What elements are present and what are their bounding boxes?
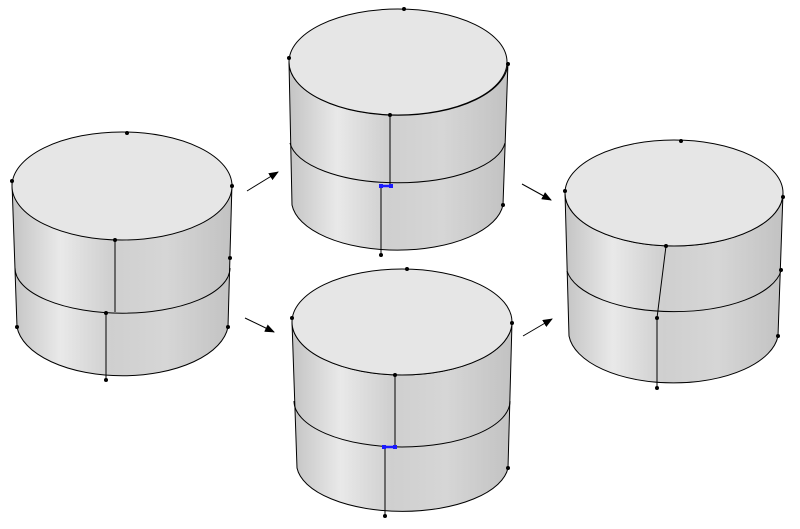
seam-line	[14, 267, 231, 314]
vertex-points	[290, 267, 514, 518]
highlighted-vertices	[382, 445, 397, 449]
seam-line	[289, 142, 506, 184]
vertex-points	[563, 139, 785, 390]
vertex-points	[10, 131, 234, 382]
highlighted-vertices	[379, 184, 393, 188]
seam-line	[566, 270, 782, 313]
top-face	[564, 139, 784, 247]
cylinder-original	[10, 131, 234, 382]
merged-edge-line	[656, 245, 667, 319]
seam-line	[293, 400, 511, 448]
arrow-to-variant-bottom	[244, 317, 275, 333]
vertex-points	[287, 7, 510, 257]
cylinder-variant-top	[287, 7, 510, 257]
top-face	[11, 131, 233, 241]
arrow-to-variant-top	[246, 171, 279, 192]
top-face	[288, 8, 508, 116]
cylinder-variant-bottom	[290, 267, 514, 518]
arrow-top-to-result	[521, 183, 552, 201]
arrow-bottom-to-result	[522, 318, 553, 337]
top-face	[291, 268, 513, 376]
cylinder-merged-result	[563, 139, 785, 390]
arrows	[244, 171, 553, 337]
